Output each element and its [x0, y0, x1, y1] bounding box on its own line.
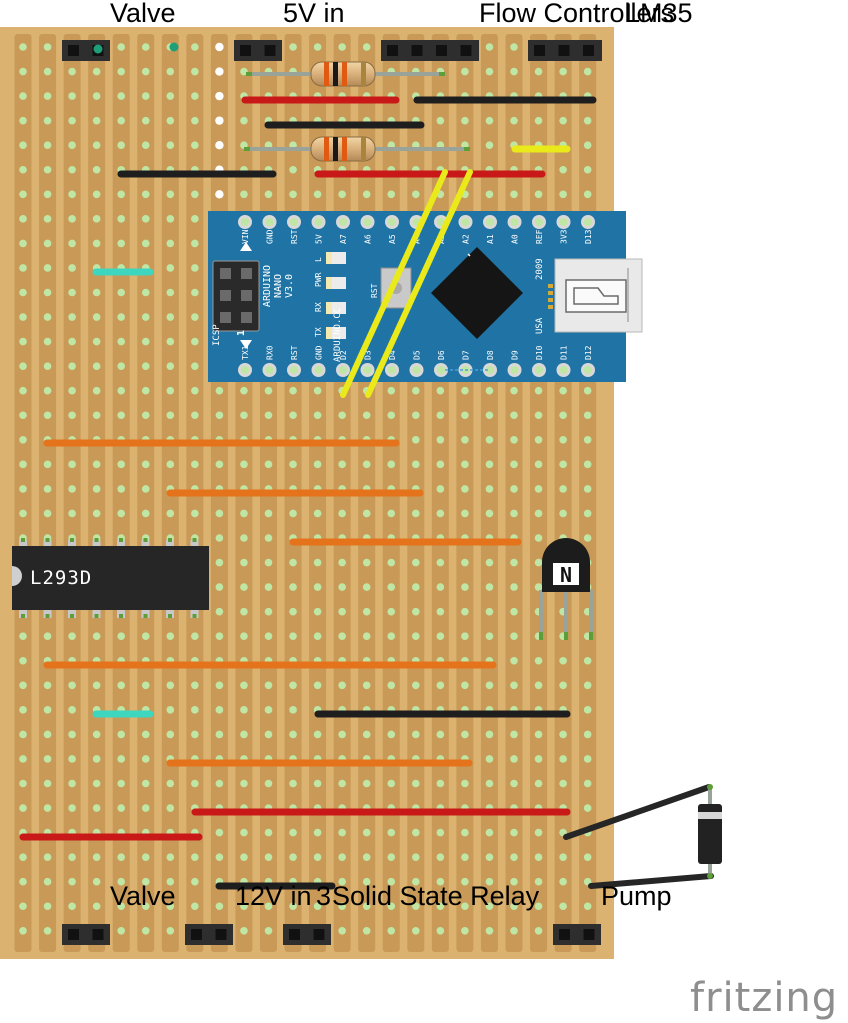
led-label: L	[314, 257, 323, 262]
arduino-bottom-pin-labels: TX1 RX0 RST GND D2 D3 D4 D5 D6 D7 D8 D9 D10 D11 D12	[241, 345, 593, 360]
arduino-pin-label: VIN	[241, 229, 250, 244]
arduino-pin-label: RST	[290, 345, 299, 360]
arduino-bottom-pads	[238, 363, 595, 377]
arduino-pin-label: RST	[290, 229, 299, 244]
arduino-pin-label: D13	[584, 229, 593, 244]
copper-strip	[88, 34, 106, 952]
copper-strip	[39, 34, 57, 952]
arduino-pin-label: D2	[339, 350, 348, 360]
arduino-pin-label: REF	[535, 229, 544, 244]
arduino-pin-label: GND	[266, 229, 275, 244]
label-valve-bottom: Valve	[110, 881, 176, 911]
arduino-pin-label: 3V3	[560, 229, 569, 244]
arduino-pin-label: D9	[511, 350, 520, 360]
copper-strip	[137, 34, 155, 952]
arduino-pin-label: D7	[462, 350, 471, 360]
led-label: TX	[314, 327, 323, 337]
arduino-pin-label: D10	[535, 345, 544, 360]
copper-strip	[63, 34, 81, 952]
arduino-pin-label: A7	[339, 234, 348, 244]
label-valve-top: Valve	[110, 0, 176, 28]
arduino-name: ARDUINONANOV3.0	[262, 265, 295, 307]
wire-yellow	[340, 169, 448, 398]
year-label: 2009	[535, 258, 545, 280]
header-flow-controllers	[381, 40, 479, 61]
arduino-pin-label: D5	[413, 350, 422, 360]
copper-strip	[112, 34, 130, 952]
arduino-pin-label: D8	[486, 350, 495, 360]
arduino-pin-label: A6	[364, 234, 373, 244]
transistor-label: N	[560, 563, 572, 587]
arduino-pin-label: A2	[462, 234, 471, 244]
microcontroller-chip	[431, 247, 523, 339]
icsp-label: ICSP	[212, 324, 222, 346]
arduino-pin-label: 5V	[315, 234, 324, 244]
arduino-pin-label: D3	[364, 350, 373, 360]
arduino-site: ARDUINO.CC	[333, 308, 343, 362]
resistor-1	[246, 61, 445, 87]
arduino-pin-label: GND	[315, 345, 324, 360]
icsp-header	[212, 260, 260, 332]
jumper-wires-yellow	[340, 169, 473, 398]
arduino-pin-label: D4	[388, 350, 397, 360]
arduino-pin-label: D11	[560, 345, 569, 360]
label-flow-controllers: Flow Controllers	[479, 0, 675, 28]
arduino-pin-label: D12	[584, 345, 593, 360]
label-relay-number: 3	[316, 881, 332, 911]
label-lm35: LM35	[625, 0, 693, 28]
l293d-chip: L293D	[12, 538, 209, 618]
label-5v-in: 5V in	[283, 0, 345, 28]
led-label: PWR	[314, 272, 323, 287]
jumper-wires	[19, 96, 597, 890]
arduino-pin-label: RX0	[266, 345, 275, 360]
copper-strip	[14, 34, 32, 952]
label-solid-state-relay: Solid State Relay	[332, 881, 540, 911]
fritzing-logo: fritzing	[690, 975, 839, 1021]
wire-yellow	[365, 169, 473, 398]
arduino-top-pads	[238, 215, 595, 229]
led-label: RX	[314, 302, 323, 312]
arduino-nano: VINGNDRST5VA7A6A5A4A3A2A1A0REF3V3D13 TX1…	[208, 211, 643, 382]
header-pin-1-label: 1	[236, 330, 247, 336]
arduino-pin-label: A0	[511, 234, 520, 244]
resistor-2	[244, 136, 470, 162]
diode	[563, 784, 722, 889]
status-leds: L PWR RX TX	[314, 252, 346, 339]
l293d-label: L293D	[30, 567, 92, 589]
arduino-pin-label: A5	[388, 234, 397, 244]
arduino-pin-label: TX1	[241, 345, 250, 360]
transistor: N	[539, 538, 593, 640]
arduino-pin-label: D6	[437, 350, 446, 360]
origin-label: USA	[535, 317, 545, 334]
rst-label: RST	[370, 283, 379, 298]
label-12v-in: 12V in	[235, 881, 312, 911]
arduino-pin-label: A1	[486, 234, 495, 244]
label-pump: Pump	[601, 881, 672, 911]
